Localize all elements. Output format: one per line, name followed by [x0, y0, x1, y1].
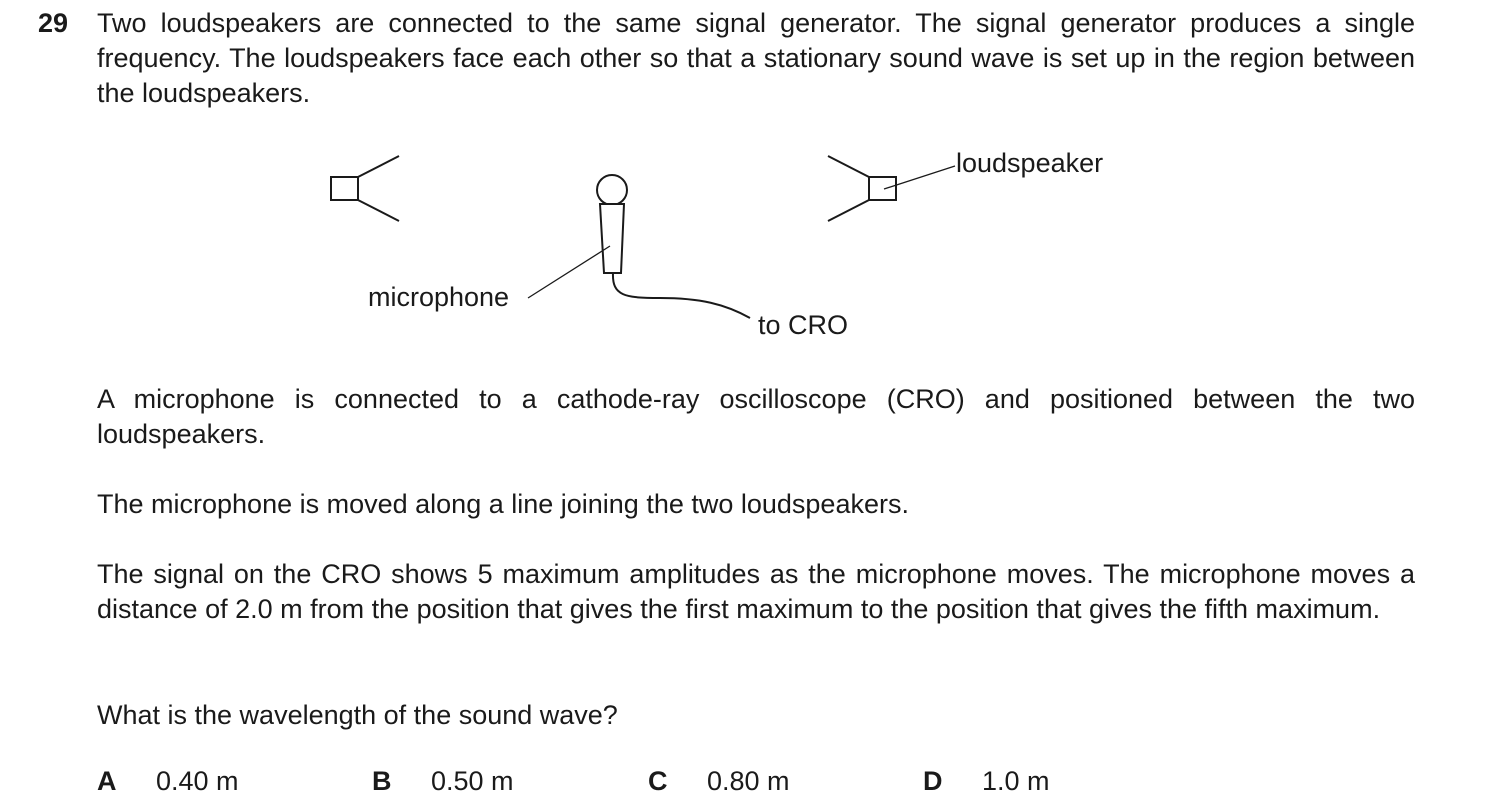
option-b-letter[interactable]: B: [372, 766, 392, 796]
question-number: 29: [38, 8, 69, 38]
question-prompt: What is the wavelength of the sound wave…: [97, 700, 618, 730]
option-a-value[interactable]: 0.40 m: [156, 766, 239, 796]
option-d-value[interactable]: 1.0 m: [982, 766, 1050, 796]
paragraph-cro-signal: The signal on the CRO shows 5 maximum am…: [97, 559, 1415, 624]
microphone-leader-line: [527, 245, 611, 299]
option-a-letter[interactable]: A: [97, 766, 117, 796]
loudspeaker-leader-line: [883, 165, 956, 190]
left-loudspeaker: [330, 155, 400, 222]
to-cro-label: to CRO: [758, 310, 848, 340]
question-intro: Two loudspeakers are connected to the sa…: [97, 8, 1415, 108]
microphone: [596, 174, 628, 274]
option-c-letter[interactable]: C: [648, 766, 668, 796]
option-c-value[interactable]: 0.80 m: [707, 766, 790, 796]
paragraph-microphone-connection: A microphone is connected to a cathode-r…: [97, 384, 1415, 449]
right-loudspeaker: [827, 155, 897, 222]
option-d-letter[interactable]: D: [923, 766, 943, 796]
microphone-cable: [611, 272, 751, 319]
loudspeaker-label: loudspeaker: [956, 148, 1103, 178]
microphone-label: microphone: [368, 282, 509, 312]
paragraph-microphone-moved: The microphone is moved along a line joi…: [97, 489, 909, 519]
option-b-value[interactable]: 0.50 m: [431, 766, 514, 796]
